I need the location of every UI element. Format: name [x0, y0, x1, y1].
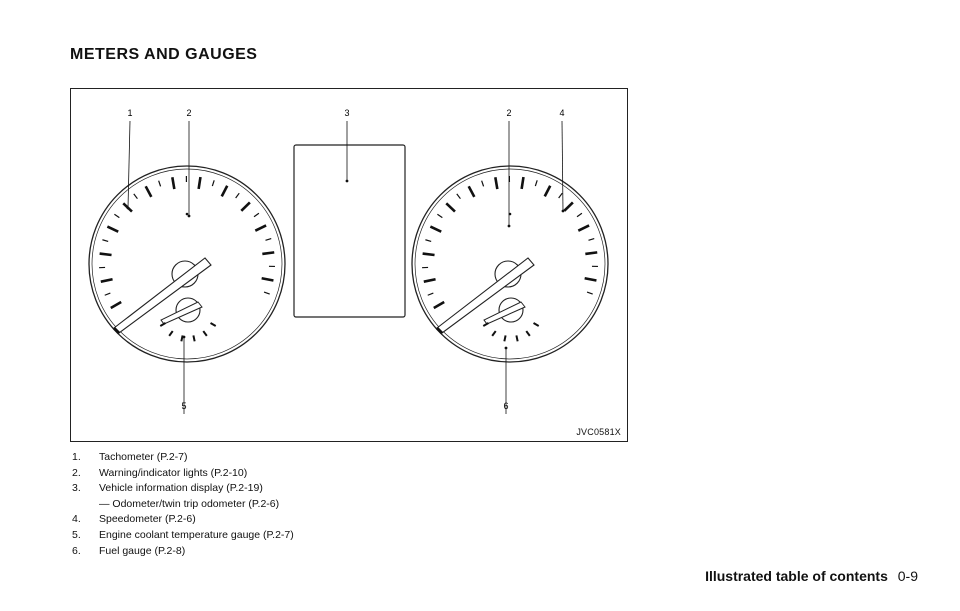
gauge-tick — [265, 237, 272, 241]
sub-gauge-tick — [168, 330, 174, 337]
sub-gauge-tick — [491, 330, 497, 337]
callout-number: 1 — [127, 108, 132, 118]
gauge-tick — [543, 185, 552, 197]
footer-section-title: Illustrated table of contents — [705, 568, 888, 584]
gauge-tick — [494, 177, 499, 190]
gauge-tick — [220, 185, 229, 197]
tachometer-gauge — [88, 165, 286, 363]
legend-list: 1.Tachometer (P.2-7) 2.Warning/indicator… — [72, 450, 294, 559]
gauge-tick — [456, 193, 461, 200]
sub-gauge-tick — [180, 335, 184, 342]
legend-subitem: — Odometer/twin trip odometer (P.2-6) — [99, 497, 280, 510]
gauge-tick — [102, 239, 109, 242]
gauge-tick — [429, 225, 442, 233]
gauge-tick — [586, 291, 593, 295]
callout-number: 4 — [559, 108, 564, 118]
sub-gauge-tick — [533, 322, 540, 327]
callout-number: 5 — [181, 401, 186, 411]
gauge-tick — [99, 252, 112, 257]
gauge-tick — [445, 202, 456, 213]
legend-item: 2.Warning/indicator lights (P.2-10) — [72, 466, 248, 479]
gauge-tick — [133, 193, 138, 200]
gauge-tick — [114, 213, 120, 219]
gauge-tick — [158, 180, 162, 187]
page-number: 0-9 — [897, 568, 918, 584]
gauge-tick — [467, 185, 476, 198]
sub-gauge-tick — [525, 330, 531, 337]
gauge-tick — [584, 276, 597, 282]
sub-gauge-tick — [515, 335, 519, 342]
sub-gauge-tick — [159, 322, 166, 327]
gauge-tick — [576, 212, 583, 218]
callout-number: 6 — [503, 401, 508, 411]
gauge-tick — [261, 276, 274, 282]
gauge-tick — [197, 176, 202, 190]
leader-line — [127, 120, 131, 209]
sub-gauge-tick — [503, 335, 507, 342]
instrument-cluster-illustration: 1 2 3 2 4 5 6 — [88, 108, 609, 414]
gauge-tick — [144, 185, 153, 198]
leader-line — [561, 120, 564, 212]
vehicle-information-display — [293, 144, 406, 318]
gauge-tick — [263, 291, 270, 295]
gauge-tick — [240, 201, 251, 212]
gauge-tick — [577, 224, 590, 232]
page-title: METERS AND GAUGES — [70, 46, 258, 63]
gauge-tick — [254, 224, 267, 232]
gauge-tick — [106, 225, 119, 233]
callout-number: 3 — [344, 108, 349, 118]
speedometer-gauge — [411, 165, 609, 363]
gauge-tick — [253, 212, 260, 218]
gauge-tick — [585, 251, 598, 256]
gauge-tick — [422, 252, 435, 257]
figure-code: JVC0581X — [576, 427, 621, 437]
callout-leader-lines — [126, 120, 565, 414]
gauge-tick — [427, 292, 434, 296]
gauge-tick — [104, 292, 111, 296]
gauge-tick — [534, 180, 538, 187]
gauge-tick — [211, 180, 215, 187]
gauge-tick — [481, 180, 485, 187]
legend-item: 6.Fuel gauge (P.2-8) — [72, 544, 186, 557]
sub-gauge-tick — [482, 322, 489, 327]
legend-item: 3.Vehicle information display (P.2-19) — [72, 482, 263, 495]
legend-item: 1.Tachometer (P.2-7) — [72, 451, 188, 463]
gauge-tick — [425, 239, 432, 242]
gauge-tick — [423, 278, 436, 283]
gauge-tick — [588, 237, 595, 241]
gauge-tick — [100, 278, 113, 283]
gauge-tick — [558, 192, 563, 199]
legend-item: 4.Speedometer (P.2-6) — [72, 513, 196, 526]
sub-gauge-hub — [498, 297, 524, 323]
gauge-tick — [262, 251, 275, 256]
instrument-cluster-figure: 1 2 3 2 4 5 6 JVC0581X — [70, 88, 628, 442]
gauge-tick — [171, 177, 176, 190]
callout-number: 2 — [506, 108, 511, 118]
gauge-tick — [433, 300, 445, 310]
sub-gauge-tick — [202, 330, 208, 337]
sub-gauge-hub — [175, 297, 201, 323]
legend-item: 5.Engine coolant temperature gauge (P.2-… — [72, 528, 294, 541]
callout-numbers: 1 2 3 2 4 5 6 — [127, 108, 564, 411]
sub-gauge-tick — [192, 335, 196, 342]
page-footer: Illustrated table of contents 0-9 — [705, 568, 918, 584]
gauge-tick — [235, 192, 240, 199]
gauge-tick — [563, 201, 574, 212]
gauge-tick — [437, 213, 443, 219]
gauge-tick — [520, 176, 525, 190]
sub-gauge-tick — [210, 322, 217, 327]
callout-number: 2 — [186, 108, 191, 118]
gauge-tick — [110, 300, 122, 310]
